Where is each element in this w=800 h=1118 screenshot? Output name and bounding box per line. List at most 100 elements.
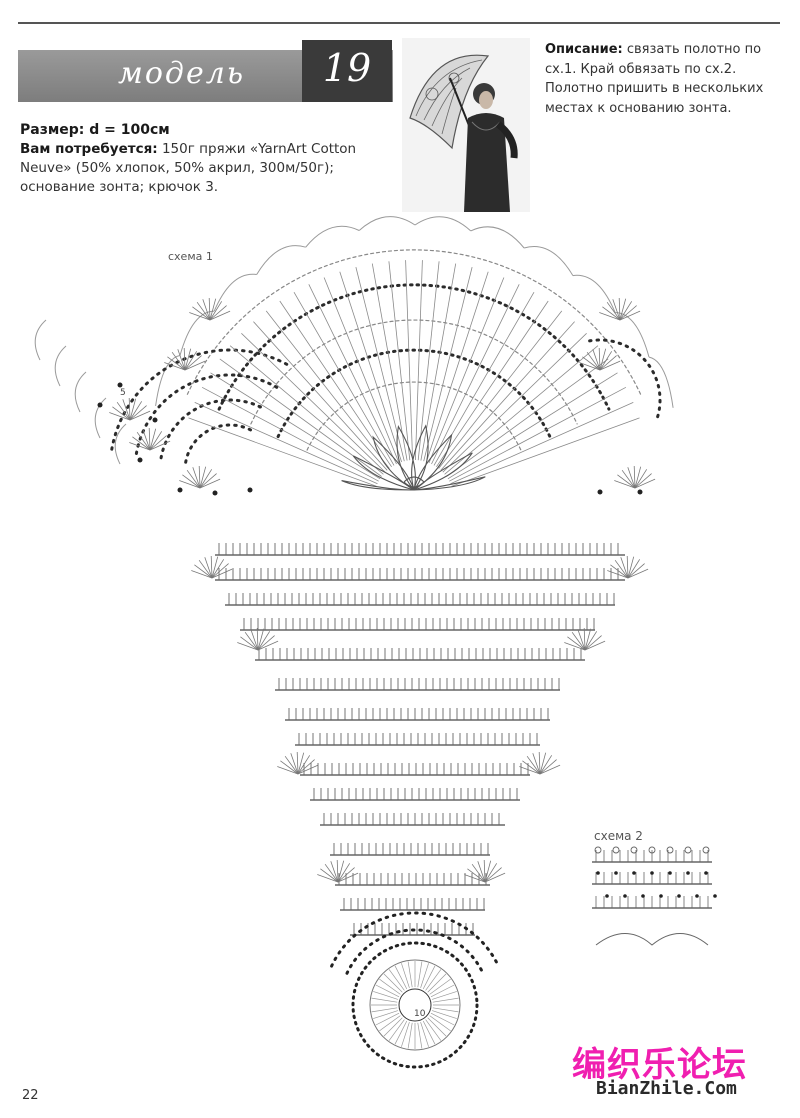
ring-spoke — [401, 963, 410, 989]
description-label: Описание: — [545, 42, 623, 57]
chain-arc — [159, 398, 267, 460]
size-line: Размер: d = 100см — [20, 122, 170, 138]
ring-spoke — [431, 1010, 457, 1019]
fan-stitch — [324, 863, 339, 883]
scallop — [648, 356, 674, 408]
bobble — [97, 402, 103, 408]
fan-stitch — [199, 466, 207, 489]
model-banner: модель 19 — [18, 40, 393, 102]
fan-stitch — [320, 868, 339, 883]
center-ring — [330, 911, 500, 1069]
fan-stitch — [196, 301, 211, 321]
fan-stitch — [317, 874, 339, 883]
fan-stitch — [122, 399, 131, 421]
fan-stitch — [330, 861, 339, 883]
fan-stitch — [599, 348, 607, 371]
fan-stitch — [210, 555, 213, 579]
fan-stitch — [336, 859, 339, 883]
fan-stitch — [182, 474, 201, 489]
ring-inner — [398, 988, 432, 1022]
fan-stitch — [202, 299, 211, 321]
petal — [341, 480, 415, 491]
spoke — [210, 372, 381, 480]
fan-stitch — [184, 360, 206, 371]
requirements-label: Вам потребуется: — [20, 141, 158, 157]
spoke — [436, 300, 549, 468]
scheme2-dot — [605, 894, 609, 898]
spoke — [415, 260, 423, 461]
scheme2-picot — [630, 846, 638, 854]
spoke — [323, 277, 400, 464]
ring-spoke — [394, 965, 408, 990]
scallop — [179, 310, 215, 356]
ring-spoke — [407, 961, 413, 988]
fan-stitch — [522, 760, 541, 775]
fan-stitch — [583, 627, 586, 651]
petal — [372, 435, 415, 491]
fan-stitch — [257, 628, 265, 651]
ring-spoke — [388, 1019, 405, 1041]
fan-stitch — [148, 427, 151, 451]
ring-spoke — [401, 1021, 410, 1047]
ring-spoke — [407, 1022, 413, 1049]
fan-stitch — [136, 431, 151, 451]
fan-stitch — [483, 859, 486, 883]
fan-stitch — [577, 629, 586, 651]
fan-stitch — [477, 861, 486, 883]
ring-spoke — [379, 978, 401, 995]
fan-stitch — [571, 631, 586, 651]
side-scallop — [94, 397, 107, 439]
fan-stitch — [539, 759, 557, 775]
ring-spoke — [417, 1022, 423, 1049]
fan-stitch — [619, 310, 641, 321]
fan-clusters — [97, 297, 656, 883]
fan-stitch — [109, 412, 131, 421]
bobble — [152, 417, 158, 423]
ring-outer — [351, 941, 479, 1069]
fan-stitch — [539, 752, 547, 775]
watermark-chinese: 编织乐论坛 — [572, 1045, 747, 1085]
fan-stitch — [538, 751, 541, 775]
fan-stitch — [116, 401, 131, 421]
fan-stitch — [586, 351, 601, 371]
diagram-spokes — [188, 260, 640, 487]
spoke — [188, 417, 377, 487]
ring-spoke — [432, 997, 459, 1003]
fan-stitch — [337, 867, 355, 883]
fan-stitch — [240, 636, 259, 651]
fan-stitch — [337, 860, 345, 883]
fan-stitch — [599, 360, 621, 371]
leaf-motifs — [341, 424, 486, 491]
fan-stitch — [132, 436, 151, 451]
ring-spoke — [427, 1017, 447, 1037]
fan-stitch — [634, 466, 642, 489]
fan-stitch — [149, 435, 167, 451]
spoke — [447, 372, 618, 480]
fan-stitch — [189, 312, 211, 321]
scallop — [305, 225, 360, 248]
spoke — [440, 321, 575, 471]
spoke — [405, 260, 413, 461]
fan-stitch — [484, 872, 506, 883]
fan-stitch — [250, 629, 259, 651]
scallop — [470, 226, 525, 249]
fan-stitch — [177, 349, 186, 371]
spoke — [229, 345, 384, 475]
scheme2-dot — [713, 894, 717, 898]
fan-stitch — [612, 299, 621, 321]
ring-spoke — [422, 965, 436, 990]
ring-spoke — [425, 969, 442, 991]
bobble — [137, 457, 143, 463]
fan-stitch — [620, 557, 629, 579]
spoke — [293, 292, 395, 466]
spoke — [194, 402, 378, 485]
fan-stitch — [209, 305, 227, 321]
spoke — [308, 284, 397, 465]
fan-stitch — [208, 297, 211, 321]
description-text: связать полотно по сх.1. Край обвязать п… — [545, 42, 764, 116]
fan-stitch — [179, 480, 201, 489]
fan-stitch — [627, 559, 641, 579]
side-scallop — [34, 319, 47, 361]
fan-stitch — [484, 860, 492, 883]
fan-stitch — [484, 867, 502, 883]
